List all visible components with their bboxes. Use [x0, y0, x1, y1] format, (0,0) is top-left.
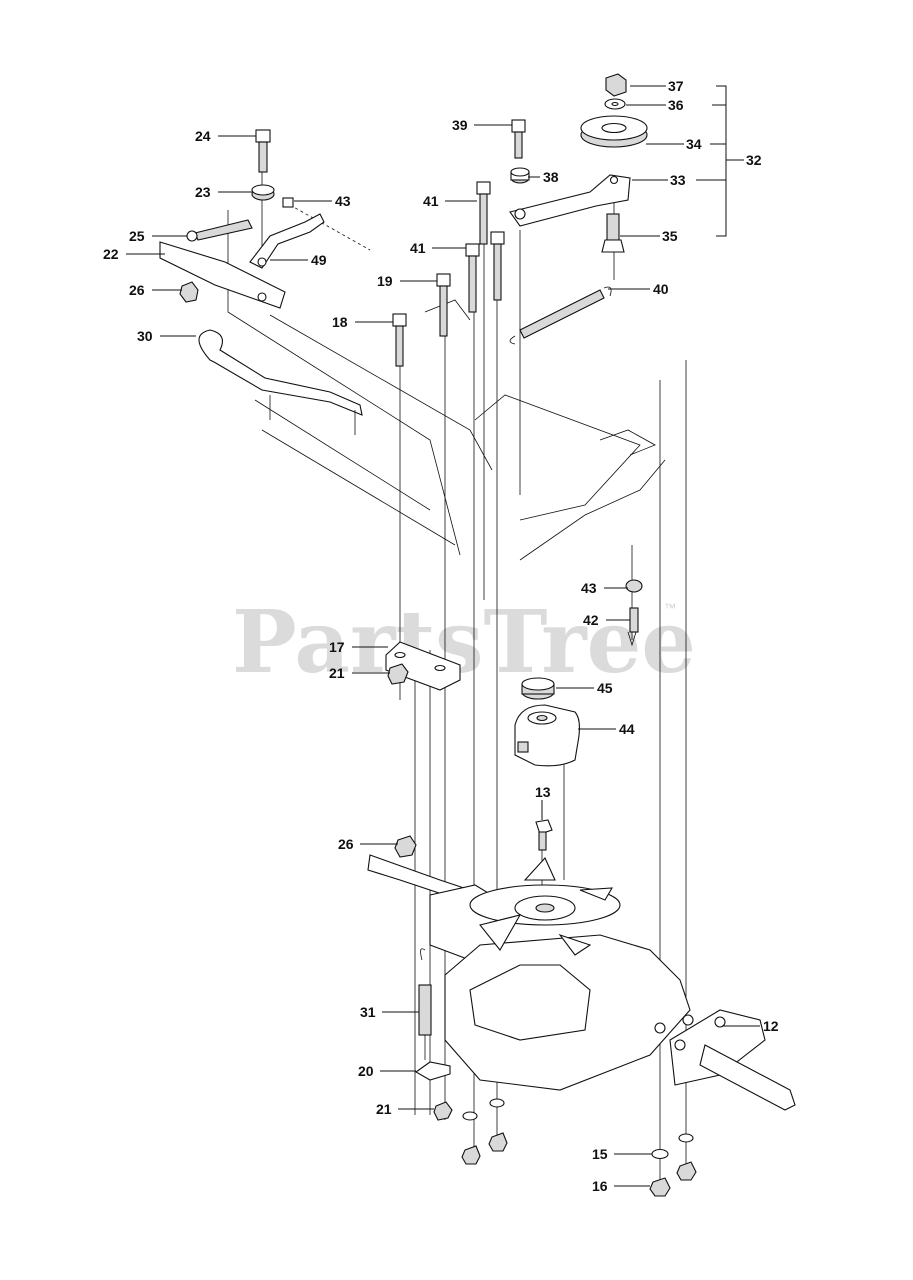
fan-housing-group [514, 677, 581, 767]
axle-right-shape [699, 1044, 796, 1111]
plate-17-group [385, 641, 461, 691]
callout-43-lower: 43 [581, 580, 597, 596]
callout-22: 22 [103, 246, 119, 262]
bolt-41a-head [476, 181, 491, 195]
rod-30-shape [198, 329, 363, 416]
nut-16-shape [649, 1177, 671, 1197]
washer-15-shape [651, 1148, 669, 1160]
callout-32: 32 [746, 152, 762, 168]
callout-leaders [126, 85, 760, 1187]
callout-16: 16 [592, 1178, 608, 1194]
callout-21-upper: 21 [329, 665, 345, 681]
callout-15: 15 [592, 1146, 608, 1162]
callout-38: 38 [543, 169, 559, 185]
nut-21a-shape [387, 663, 409, 685]
rod-25-shape [194, 219, 253, 241]
axle-hub-right-shape [669, 1009, 766, 1086]
callout-30: 30 [137, 328, 153, 344]
bolt-43a-shape [282, 197, 294, 208]
watermark-trademark: ™ [664, 601, 676, 615]
callout-35: 35 [662, 228, 678, 244]
callout-26-upper: 26 [129, 282, 145, 298]
steering-linkage-group [159, 129, 363, 435]
callout-26-lower: 26 [338, 836, 354, 852]
return-spring-group [414, 948, 451, 1081]
callout-41-upper: 41 [423, 193, 439, 209]
callout-24: 24 [195, 128, 211, 144]
callout-31: 31 [360, 1004, 376, 1020]
callout-41-lower: 41 [410, 240, 426, 256]
callout-42: 42 [583, 612, 599, 628]
cooling-fan-shape [469, 857, 621, 956]
callout-19: 19 [377, 273, 393, 289]
spring-40-shape [509, 286, 612, 345]
clevis-42-shape [629, 607, 639, 633]
nut-43b-shape [625, 579, 643, 593]
callout-20: 20 [358, 1063, 374, 1079]
nut-26b-shape [394, 835, 417, 858]
bolt-39-head [511, 119, 526, 133]
bolt-35-shape [606, 213, 620, 241]
fan-bolt-group [394, 819, 553, 858]
callout-18: 18 [332, 314, 348, 330]
watermark-text: PartsTree [232, 592, 696, 693]
nut-21b-shape [433, 1101, 453, 1121]
callout-43-upper: 43 [335, 193, 351, 209]
callout-17: 17 [329, 639, 345, 655]
callout-49: 49 [311, 252, 327, 268]
bolt-24-head [255, 129, 271, 143]
nut-37-shape [605, 73, 627, 97]
callout-45: 45 [597, 680, 613, 696]
callout-21-lower: 21 [376, 1101, 392, 1117]
idler-pulley-group [509, 73, 648, 253]
bolt-18-head [392, 313, 407, 327]
lever-22-shape [159, 241, 286, 309]
bracket-49-shape [249, 213, 325, 269]
transaxle-assembly [367, 854, 796, 1111]
bolt-41b-head [465, 243, 480, 257]
callout-33: 33 [670, 172, 686, 188]
bolt-19-head [436, 273, 451, 287]
callout-37: 37 [668, 78, 684, 94]
bottom-fasteners [433, 1098, 697, 1197]
callout-36: 36 [668, 97, 684, 113]
nut-26a-shape [179, 281, 199, 303]
callout-labels: 37 36 34 32 33 35 39 38 41 41 40 19 18 2… [103, 78, 779, 1194]
callout-40: 40 [653, 281, 669, 297]
callout-23: 23 [195, 184, 211, 200]
callout-25: 25 [129, 228, 145, 244]
link-20-shape [414, 1061, 451, 1081]
callout-12: 12 [763, 1018, 779, 1034]
bolts-group [392, 119, 530, 367]
bolt-13-head [535, 819, 553, 835]
idler-arm-33-shape [509, 174, 631, 227]
callout-34: 34 [686, 136, 702, 152]
callout-39: 39 [452, 117, 468, 133]
callout-13: 13 [535, 784, 551, 800]
callout-44: 44 [619, 721, 635, 737]
spring-31-shape [418, 984, 432, 1036]
